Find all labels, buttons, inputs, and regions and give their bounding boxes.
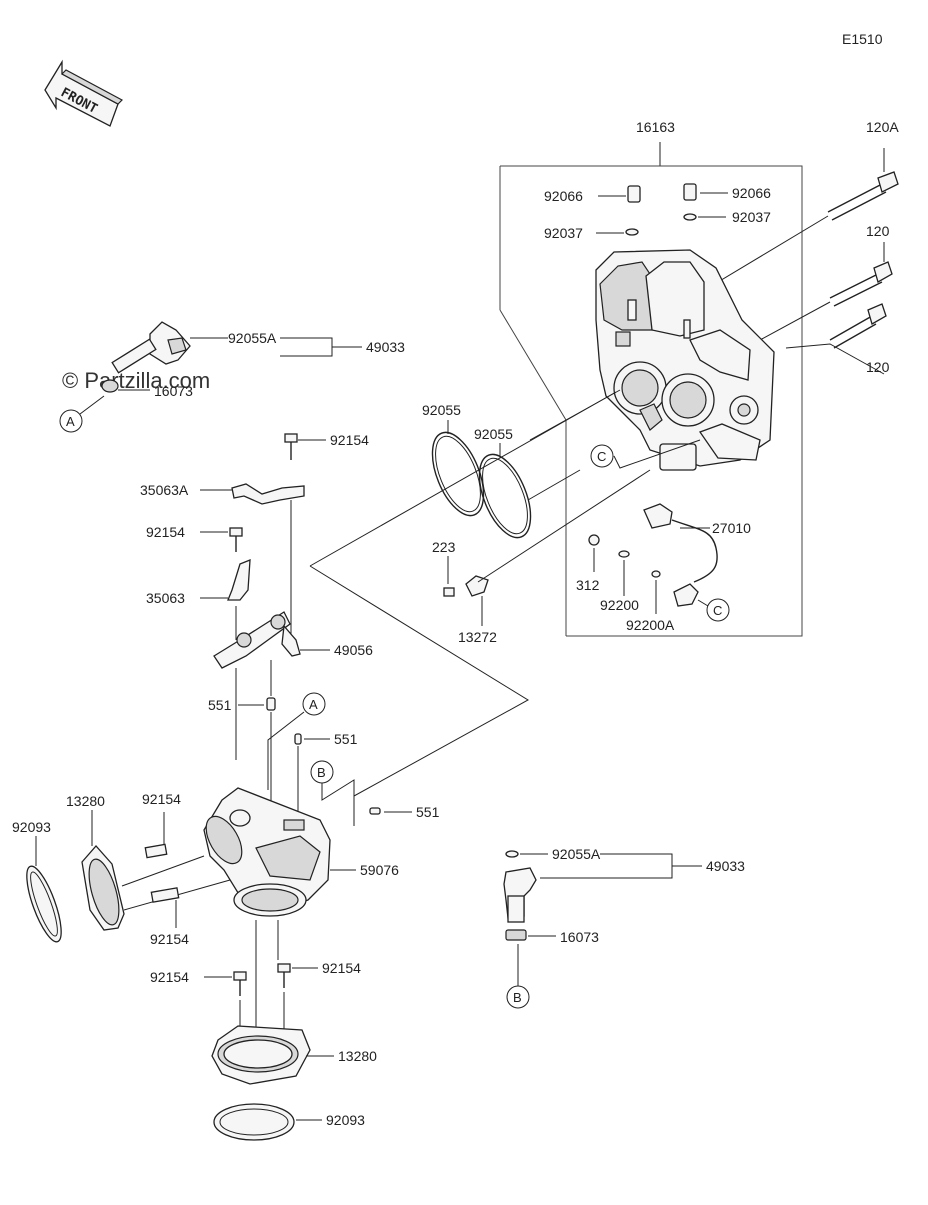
label-92055A-top: 92055A bbox=[228, 330, 277, 346]
label-92154-3: 92154 bbox=[142, 791, 181, 807]
label-92055A-bottom: 92055A bbox=[552, 846, 601, 862]
label-551-c: 551 bbox=[416, 804, 440, 820]
callout-A-2-label: A bbox=[309, 697, 318, 712]
screw-92154-1 bbox=[284, 433, 326, 460]
label-92154-1: 92154 bbox=[330, 432, 369, 448]
throttle-body-16163 bbox=[595, 249, 775, 471]
label-120-bottom: 120 bbox=[866, 359, 890, 375]
bolt-120-top bbox=[759, 242, 893, 341]
screw-92154-5 bbox=[204, 971, 247, 1040]
front-arrow-icon: FRONT bbox=[44, 59, 123, 127]
label-92066-right: 92066 bbox=[732, 185, 771, 201]
label-92066-left: 92066 bbox=[544, 188, 583, 204]
injector-49033-bottom bbox=[503, 850, 702, 986]
label-27010: 27010 bbox=[712, 520, 751, 536]
bracket-35063A bbox=[200, 483, 305, 640]
label-92154-6: 92154 bbox=[322, 960, 361, 976]
label-92154-4: 92154 bbox=[150, 931, 189, 947]
injector-49033-top bbox=[101, 321, 362, 393]
bracket-35063 bbox=[200, 559, 251, 640]
callout-B-2 bbox=[506, 985, 530, 1009]
oring-92055-b bbox=[478, 443, 532, 539]
label-92154-2: 92154 bbox=[146, 524, 185, 540]
label-120A: 120A bbox=[866, 119, 899, 135]
callout-A-1 bbox=[59, 395, 105, 433]
label-92200: 92200 bbox=[600, 597, 639, 613]
label-59076: 59076 bbox=[360, 862, 399, 878]
oring-92055-a bbox=[431, 420, 485, 517]
label-16163: 16163 bbox=[636, 119, 675, 135]
label-92154-5: 92154 bbox=[150, 969, 189, 985]
callout-C-2-label: C bbox=[713, 603, 722, 618]
cap-92066-right bbox=[683, 183, 728, 201]
bolt-120-bottom bbox=[785, 303, 887, 375]
label-92200A: 92200A bbox=[626, 617, 675, 633]
label-312: 312 bbox=[576, 577, 600, 593]
holder-59076 bbox=[203, 787, 356, 917]
label-92037-right: 92037 bbox=[732, 209, 771, 225]
label-551-a: 551 bbox=[208, 697, 232, 713]
label-223: 223 bbox=[432, 539, 456, 555]
label-13280-bottom: 13280 bbox=[338, 1048, 377, 1064]
callout-C-2 bbox=[697, 598, 730, 622]
washer-92200A bbox=[651, 570, 661, 614]
label-16073-top: 16073 bbox=[154, 383, 193, 399]
gasket-13280-left bbox=[81, 810, 231, 931]
clamp-13272 bbox=[465, 469, 651, 626]
label-13280-left: 13280 bbox=[66, 793, 105, 809]
label-92093-bottom: 92093 bbox=[326, 1112, 365, 1128]
sensor-harness-27010 bbox=[643, 503, 718, 607]
label-35063A: 35063A bbox=[140, 482, 189, 498]
label-92093-left: 92093 bbox=[12, 819, 51, 835]
watermark: © Partzilla.com bbox=[62, 368, 210, 393]
oring-92037-right bbox=[683, 213, 726, 221]
label-35063: 35063 bbox=[146, 590, 185, 606]
screw-92154-4 bbox=[150, 887, 180, 928]
callout-B-1-label: B bbox=[317, 765, 326, 780]
diagram-code: E1510 bbox=[842, 31, 883, 47]
screw-223 bbox=[443, 556, 455, 597]
fuel-pipe-49056 bbox=[213, 611, 330, 760]
label-92055-a: 92055 bbox=[422, 402, 461, 418]
label-120-top: 120 bbox=[866, 223, 890, 239]
pin-551-c bbox=[369, 807, 412, 815]
callout-A-2 bbox=[267, 692, 326, 790]
cap-92066-left bbox=[598, 185, 641, 203]
label-49056: 49056 bbox=[334, 642, 373, 658]
label-49033-bottom: 49033 bbox=[706, 858, 745, 874]
screw-92154-2 bbox=[200, 527, 243, 552]
screw-92154-3 bbox=[144, 812, 168, 859]
gasket-13280-bottom bbox=[211, 1025, 334, 1085]
label-551-b: 551 bbox=[334, 731, 358, 747]
washer-92200 bbox=[618, 550, 630, 596]
assembly-box-16163 bbox=[499, 142, 803, 637]
label-13272: 13272 bbox=[458, 629, 497, 645]
label-49033-top: 49033 bbox=[366, 339, 405, 355]
callout-A-1-label: A bbox=[66, 414, 75, 429]
label-16073-bottom: 16073 bbox=[560, 929, 599, 945]
bolt-312 bbox=[588, 534, 600, 572]
oring-92093-bottom bbox=[213, 1103, 322, 1141]
callout-C-1-label: C bbox=[597, 449, 606, 464]
callout-B-2-label: B bbox=[513, 990, 522, 1005]
callout-C-1 bbox=[590, 439, 701, 469]
label-92037-left: 92037 bbox=[544, 225, 583, 241]
oring-92093-left bbox=[26, 836, 62, 943]
label-92055-b: 92055 bbox=[474, 426, 513, 442]
callout-B-1 bbox=[310, 760, 355, 826]
oring-92037-left bbox=[596, 228, 639, 236]
